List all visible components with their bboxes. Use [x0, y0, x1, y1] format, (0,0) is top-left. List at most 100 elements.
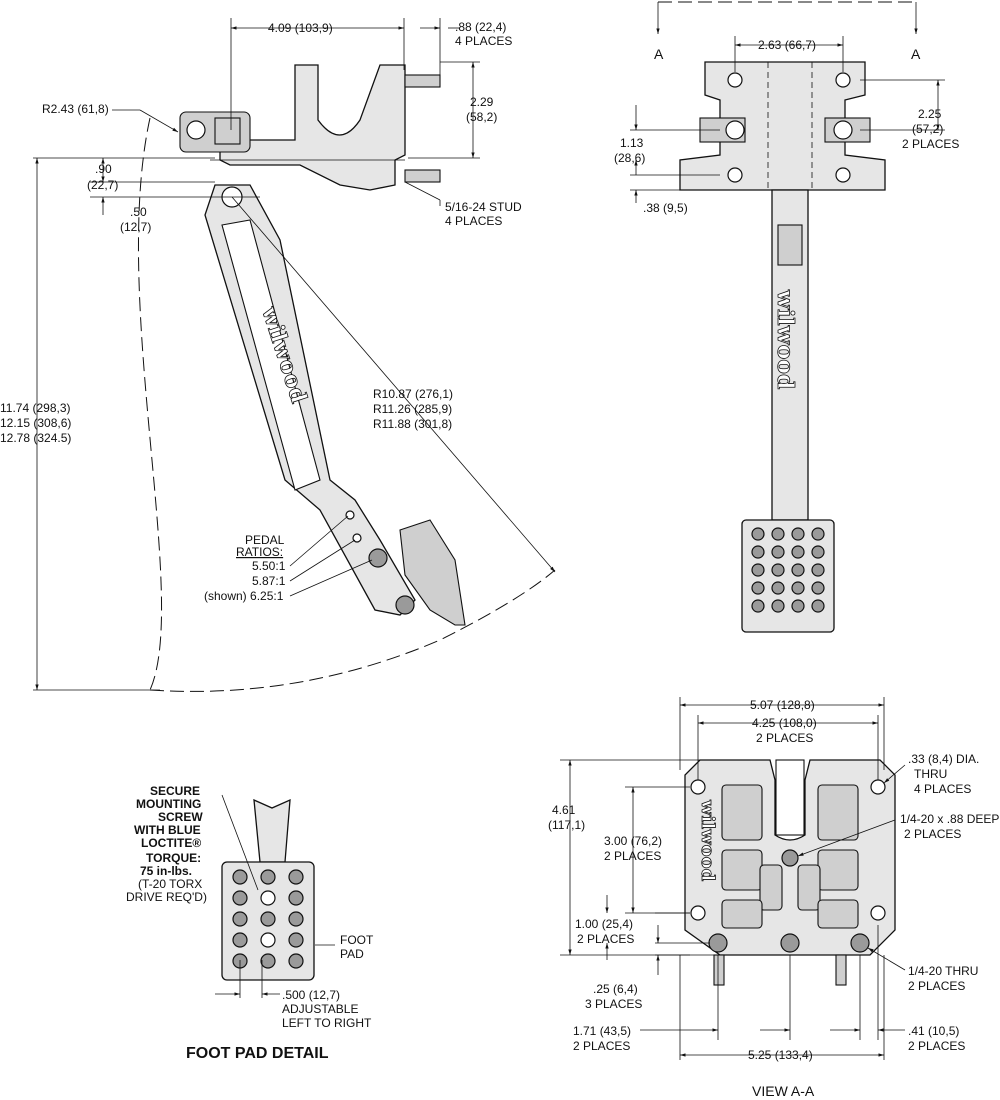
adjust-note-1: .500 (12,7): [282, 988, 340, 1002]
ratio-550: 5.50:1: [252, 559, 286, 573]
aa-dim-300-places: 2 PLACES: [604, 849, 661, 863]
front-bracket: [679, 61, 886, 191]
pedal-ratios-title-2: RATIOS:: [236, 545, 283, 559]
note-secure-5: LOCTITE®: [141, 836, 201, 850]
pad-hole: [751, 599, 765, 613]
dim-height-mm: (58,2): [466, 110, 497, 124]
note-secure-1: SECURE: [150, 784, 200, 798]
aa-dim-025: .25 (6,4): [593, 982, 638, 996]
front-dim-113-mm: (28,6): [614, 151, 645, 165]
pad-hole: [791, 599, 805, 613]
front-dim-038: .38 (9,5): [643, 201, 688, 215]
adjust-note-2: ADJUSTABLE: [282, 1002, 358, 1016]
view-aa-title: VIEW A-A: [752, 1083, 815, 1099]
view-aa: wilwood 5.07 (128,8) 4.25 (108,0) 2 PLAC…: [548, 697, 999, 1099]
aa-dim-thru: 1/4-20 THRU: [908, 964, 978, 978]
foot-pad-detail-title: FOOT PAD DETAIL: [186, 1045, 329, 1062]
pad-hole: [232, 932, 248, 948]
aa-dim-300: 3.00 (76,2): [604, 834, 662, 848]
stud-note-places: 4 PLACES: [445, 214, 502, 228]
dim-050: .50: [130, 205, 147, 219]
foot-pad-detail: SECURE MOUNTING SCREW WITH BLUE LOCTITE®…: [126, 784, 374, 1062]
aa-dim-171-places: 2 PLACES: [573, 1039, 630, 1053]
pad-hole: [260, 932, 276, 948]
aa-dim-041: .41 (10,5): [908, 1024, 959, 1038]
pad-hole: [791, 527, 805, 541]
pad-hole: [288, 953, 304, 969]
pad-hole: [288, 869, 304, 885]
detail-pad-holes: [232, 869, 304, 969]
note-torque-4: DRIVE REQ'D): [126, 890, 207, 904]
mounting-bracket: [179, 64, 441, 191]
dim-radius-top: R2.43 (61,8): [42, 102, 109, 116]
note-secure-3: SCREW: [158, 810, 203, 824]
aa-dim-171: 1.71 (43,5): [573, 1024, 631, 1038]
pad-hole: [791, 545, 805, 559]
aa-dim-100: 1.00 (25,4): [575, 917, 633, 931]
dim-090-mm: (22,7): [87, 178, 118, 192]
pad-hole: [791, 563, 805, 577]
pad-hole: [811, 581, 825, 595]
front-dim-225: 2.25: [918, 107, 942, 121]
section-label-right: A: [911, 46, 921, 62]
pad-hole: [232, 890, 248, 906]
side-view: wilwood 4.09 (103,9) .88 (22,4) 4 PLACES…: [0, 18, 556, 692]
pad-hole: [232, 911, 248, 927]
pad-hole: [811, 563, 825, 577]
dim-stud-spacing-places: 4 PLACES: [455, 34, 512, 48]
dim-top-width: 4.09 (103,9): [268, 21, 333, 35]
pad-hole: [288, 932, 304, 948]
front-pedal-arm: wilwood: [741, 189, 835, 633]
side-dimensions: 4.09 (103,9) .88 (22,4) 4 PLACES 2.29 (5…: [0, 18, 556, 691]
note-secure-4: WITH BLUE: [134, 823, 201, 837]
pedal-sweep-arc: [137, 117, 163, 691]
overall-length-3: 12.78 (324.5): [0, 431, 71, 445]
radius-1: R10.87 (276,1): [373, 387, 453, 401]
overall-length-1: 11.74 (298,3): [0, 401, 71, 415]
pad-hole: [260, 953, 276, 969]
pad-hole: [751, 545, 765, 559]
aa-dim-tap-places: 2 PLACES: [904, 827, 961, 841]
aa-dim-461: 4.61: [552, 803, 576, 817]
pad-hole: [288, 911, 304, 927]
pad-hole: [811, 527, 825, 541]
pad-hole: [771, 527, 785, 541]
pad-hole: [260, 869, 276, 885]
dim-050-mm: (12,7): [120, 220, 151, 234]
pad-hole: [811, 599, 825, 613]
view-aa-dimensions: 5.07 (128,8) 4.25 (108,0) 2 PLACES .33 (…: [548, 697, 999, 1099]
aa-dim-041-places: 2 PLACES: [908, 1039, 965, 1053]
aa-dim-thru-places: 2 PLACES: [908, 979, 965, 993]
pad-hole: [771, 599, 785, 613]
front-dim-225-mm: (57,2): [912, 122, 943, 136]
stud-note: 5/16-24 STUD: [445, 200, 522, 214]
pad-hole: [260, 911, 276, 927]
aa-dim-tap: 1/4-20 x .88 DEEP: [900, 812, 999, 826]
front-pad-holes: [751, 527, 825, 613]
front-dim-width: 2.63 (66,7): [758, 38, 816, 52]
wilwood-logo-front: wilwood: [772, 289, 798, 389]
note-torque-1: TORQUE:: [146, 851, 201, 865]
view-aa-bracket: wilwood: [684, 759, 896, 986]
front-view: A A wilwood 2.63 (66,7): [614, 1, 959, 633]
wilwood-logo-aa: wilwood: [697, 799, 718, 882]
dim-height: 2.29: [470, 95, 494, 109]
pad-hole: [771, 563, 785, 577]
aa-dim-425-places: 2 PLACES: [756, 731, 813, 745]
pad-hole: [751, 527, 765, 541]
front-dim-225-places: 2 PLACES: [902, 137, 959, 151]
aa-dim-507: 5.07 (128,8): [750, 698, 815, 712]
pedal-ratios-title-1: PEDAL: [245, 533, 285, 547]
adjust-note-3: LEFT TO RIGHT: [282, 1016, 372, 1030]
pad-hole: [288, 890, 304, 906]
radius-2: R11.26 (285,9): [373, 402, 452, 416]
foot-pad-label-1: FOOT: [340, 933, 374, 947]
aa-dim-461-mm: (117,1): [548, 818, 585, 832]
dim-090: .90: [95, 162, 112, 176]
dim-stud-spacing: .88 (22,4): [455, 20, 506, 34]
pad-hole: [751, 563, 765, 577]
ratio-587: 5.87:1: [252, 574, 286, 588]
pad-hole: [791, 581, 805, 595]
pad-hole: [771, 545, 785, 559]
